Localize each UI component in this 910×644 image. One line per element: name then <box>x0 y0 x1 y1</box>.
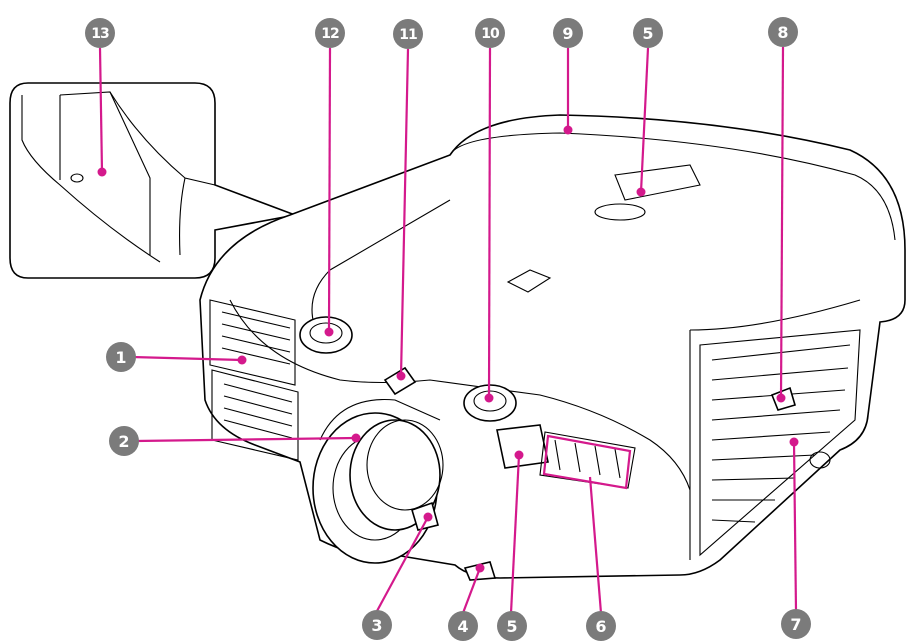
svg-text:3: 3 <box>371 616 382 635</box>
callout-1: 1 <box>106 342 136 372</box>
svg-text:12: 12 <box>321 26 339 42</box>
svg-text:5: 5 <box>642 24 653 43</box>
svg-text:11: 11 <box>399 27 417 43</box>
left-vents <box>209 299 299 461</box>
callout-9: 9 <box>553 18 583 48</box>
lens <box>312 398 444 564</box>
callout-8: 8 <box>768 17 798 47</box>
callout-badges: 1 2 3 4 5 6 7 8 <box>85 17 811 641</box>
callout-3: 3 <box>362 610 392 640</box>
svg-text:4: 4 <box>457 617 468 636</box>
indicators <box>539 431 636 489</box>
callout-2: 2 <box>109 426 139 456</box>
pointer-lines <box>98 46 798 614</box>
svg-text:10: 10 <box>481 26 500 42</box>
callout-10: 10 <box>475 18 505 48</box>
inset-detail <box>9 82 298 279</box>
callout-11: 11 <box>393 19 423 49</box>
svg-text:9: 9 <box>562 24 573 43</box>
svg-text:8: 8 <box>777 23 788 42</box>
callout-13: 13 <box>85 18 115 48</box>
callout-5-top: 5 <box>633 18 663 48</box>
projector-body <box>199 114 906 581</box>
callout-4: 4 <box>448 611 478 641</box>
callout-12: 12 <box>315 18 345 48</box>
svg-text:1: 1 <box>115 348 126 367</box>
callout-6: 6 <box>586 611 616 641</box>
svg-text:7: 7 <box>790 615 801 634</box>
callout-5-front: 5 <box>497 611 527 641</box>
svg-text:2: 2 <box>118 432 129 451</box>
svg-text:6: 6 <box>595 617 606 636</box>
svg-text:5: 5 <box>506 617 517 636</box>
svg-text:13: 13 <box>91 26 109 42</box>
pointer-dots <box>97 125 799 573</box>
callout-7: 7 <box>781 609 811 639</box>
